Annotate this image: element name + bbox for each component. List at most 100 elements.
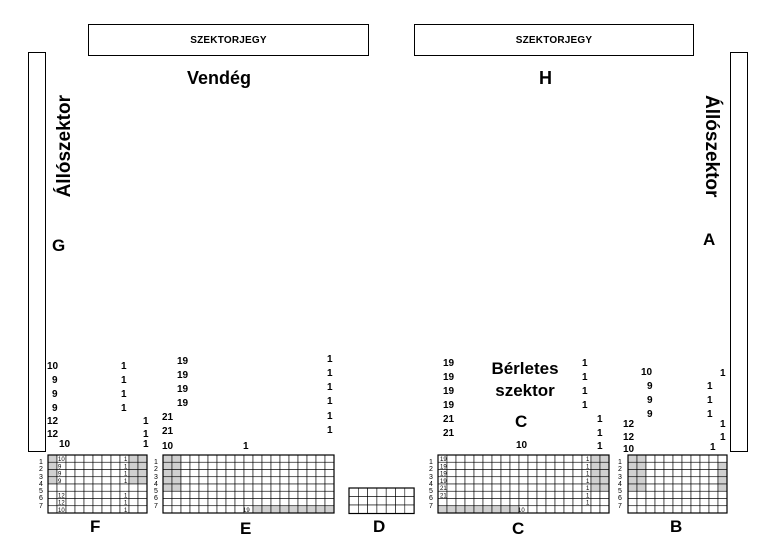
- grid-b-seat-0-8[interactable]: [699, 454, 710, 463]
- grid-f-seat-0-0[interactable]: [47, 454, 58, 463]
- grid-f-seat-6-2[interactable]: [65, 498, 76, 507]
- grid-e-seat-3-18[interactable]: [324, 476, 335, 485]
- grid-f-seat-1-2[interactable]: [65, 461, 76, 470]
- grid-b-seat-4-1[interactable]: [636, 483, 647, 492]
- grid-e-seat-7-17[interactable]: [315, 505, 326, 514]
- grid-e-seat-1-16[interactable]: [306, 461, 317, 470]
- grid-f-seat-2-9[interactable]: [128, 469, 139, 478]
- grid-e-seat-4-7[interactable]: [225, 483, 236, 492]
- grid-c-seat-3-10[interactable]: [527, 476, 538, 485]
- grid-c-seat-2-6[interactable]: [491, 469, 502, 478]
- grid-c-seat-2-9[interactable]: [518, 469, 529, 478]
- grid-e-seat-4-3[interactable]: [189, 483, 200, 492]
- grid-f-seat-1-5[interactable]: [92, 461, 103, 470]
- grid-b-seat-2-0[interactable]: [627, 469, 638, 478]
- grid-c-seat-3-13[interactable]: [554, 476, 565, 485]
- grid-e-seat-2-13[interactable]: [279, 469, 290, 478]
- grid-b-seat-6-10[interactable]: [717, 498, 728, 507]
- grid-e-seat-7-1[interactable]: [171, 505, 182, 514]
- grid-e-seat-5-3[interactable]: [189, 490, 200, 499]
- grid-e-seat-5-12[interactable]: [270, 490, 281, 499]
- grid-c-seat-3-17[interactable]: [590, 476, 601, 485]
- grid-e-seat-2-6[interactable]: [216, 469, 227, 478]
- grid-f-seat-6-10[interactable]: [137, 498, 148, 507]
- grid-c-seat-4-10[interactable]: [527, 483, 538, 492]
- grid-e-seat-1-3[interactable]: [189, 461, 200, 470]
- grid-b-seat-0-2[interactable]: [645, 454, 656, 463]
- grid-c-seat-5-15[interactable]: [572, 490, 583, 499]
- grid-f-seat-2-6[interactable]: [101, 469, 112, 478]
- grid-c-seat-7-17[interactable]: [590, 505, 601, 514]
- grid-e-seat-3-9[interactable]: [243, 476, 254, 485]
- grid-e-seat-3-17[interactable]: [315, 476, 326, 485]
- grid-c-seat-4-3[interactable]: [464, 483, 475, 492]
- grid-e-seat-3-2[interactable]: [180, 476, 191, 485]
- grid-e-seat-7-18[interactable]: [324, 505, 335, 514]
- grid-d-seat-1-2[interactable]: [367, 496, 378, 506]
- grid-b-seat-2-4[interactable]: [663, 469, 674, 478]
- grid-f-seat-3-4[interactable]: [83, 476, 94, 485]
- grid-c-seat-3-3[interactable]: [464, 476, 475, 485]
- grid-e-seat-6-0[interactable]: [162, 498, 173, 507]
- grid-c-seat-6-14[interactable]: [563, 498, 574, 507]
- grid-c-seat-7-3[interactable]: [464, 505, 475, 514]
- grid-e-seat-0-16[interactable]: [306, 454, 317, 463]
- grid-c-seat-4-14[interactable]: [563, 483, 574, 492]
- grid-c-seat-7-0[interactable]: [437, 505, 448, 514]
- grid-b-seat-3-8[interactable]: [699, 476, 710, 485]
- grid-c-seat-1-12[interactable]: [545, 461, 556, 470]
- grid-e-seat-0-11[interactable]: [261, 454, 272, 463]
- grid-b-seat-4-9[interactable]: [708, 483, 719, 492]
- grid-d-seat-0-5[interactable]: [395, 487, 406, 497]
- grid-b-seat-0-9[interactable]: [708, 454, 719, 463]
- grid-e-seat-2-3[interactable]: [189, 469, 200, 478]
- grid-e-seat-6-10[interactable]: [252, 498, 263, 507]
- grid-c-seat-3-12[interactable]: [545, 476, 556, 485]
- grid-e-seat-3-10[interactable]: [252, 476, 263, 485]
- grid-c-seat-0-6[interactable]: [491, 454, 502, 463]
- grid-b-seat-6-6[interactable]: [681, 498, 692, 507]
- grid-e-seat-7-6[interactable]: [216, 505, 227, 514]
- grid-f-seat-3-5[interactable]: [92, 476, 103, 485]
- grid-e-seat-7-14[interactable]: [288, 505, 299, 514]
- grid-c-seat-0-18[interactable]: [599, 454, 610, 463]
- grid-e-seat-6-14[interactable]: [288, 498, 299, 507]
- grid-f-seat-2-7[interactable]: [110, 469, 121, 478]
- grid-b-seat-6-4[interactable]: [663, 498, 674, 507]
- grid-c-seat-2-3[interactable]: [464, 469, 475, 478]
- grid-e-seat-4-1[interactable]: [171, 483, 182, 492]
- grid-b-seat-5-3[interactable]: [654, 490, 665, 499]
- grid-c-seat-1-7[interactable]: [500, 461, 511, 470]
- grid-e-seat-0-0[interactable]: [162, 454, 173, 463]
- grid-f-seat-5-5[interactable]: [92, 490, 103, 499]
- grid-e-seat-1-2[interactable]: [180, 461, 191, 470]
- grid-f-seat-3-2[interactable]: [65, 476, 76, 485]
- seat-grid-e[interactable]: 19: [162, 454, 335, 515]
- grid-e-seat-0-1[interactable]: [171, 454, 182, 463]
- grid-c-seat-6-15[interactable]: [572, 498, 583, 507]
- grid-c-seat-0-4[interactable]: [473, 454, 484, 463]
- grid-d-seat-2-2[interactable]: [367, 504, 378, 514]
- grid-b-seat-5-1[interactable]: [636, 490, 647, 499]
- grid-c-seat-0-2[interactable]: [455, 454, 466, 463]
- grid-e-seat-0-8[interactable]: [234, 454, 245, 463]
- grid-c-seat-6-13[interactable]: [554, 498, 565, 507]
- grid-d-seat-2-6[interactable]: [404, 504, 415, 514]
- grid-e-seat-4-8[interactable]: [234, 483, 245, 492]
- grid-e-seat-3-5[interactable]: [207, 476, 218, 485]
- grid-e-seat-2-7[interactable]: [225, 469, 236, 478]
- grid-b-seat-3-2[interactable]: [645, 476, 656, 485]
- grid-c-seat-1-9[interactable]: [518, 461, 529, 470]
- grid-c-seat-0-5[interactable]: [482, 454, 493, 463]
- grid-f-seat-2-2[interactable]: [65, 469, 76, 478]
- grid-c-seat-0-3[interactable]: [464, 454, 475, 463]
- grid-f-seat-4-5[interactable]: [92, 483, 103, 492]
- grid-b-seat-1-2[interactable]: [645, 461, 656, 470]
- grid-c-seat-3-6[interactable]: [491, 476, 502, 485]
- grid-c-seat-4-5[interactable]: [482, 483, 493, 492]
- grid-e-seat-0-4[interactable]: [198, 454, 209, 463]
- grid-d-seat-0-4[interactable]: [385, 487, 396, 497]
- grid-c-seat-5-10[interactable]: [527, 490, 538, 499]
- grid-c-seat-1-6[interactable]: [491, 461, 502, 470]
- grid-c-seat-6-2[interactable]: [455, 498, 466, 507]
